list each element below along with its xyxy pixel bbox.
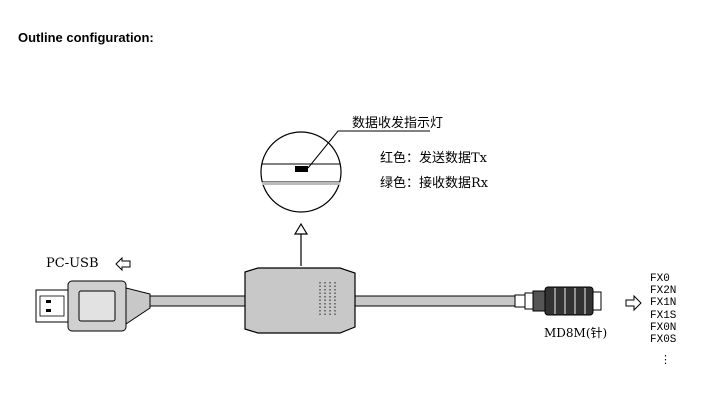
converter-box	[244, 267, 356, 334]
indicator-title: 数据收发指示灯	[352, 116, 444, 131]
pc-usb-label: PC-USB	[46, 256, 99, 271]
usb-plug	[35, 280, 151, 332]
plc-model-list: FX0 FX2N FX1N FX1S FX0N FX0S	[650, 273, 676, 346]
indicator-green-rx: 绿色：接收数据Rx	[380, 176, 489, 191]
led-magnifier-circle	[260, 131, 342, 213]
led-pointer-line	[307, 130, 430, 169]
up-arrow-icon	[293, 222, 309, 266]
right-arrow-icon	[625, 294, 642, 312]
plc-model: FX1N	[650, 297, 677, 310]
plc-model: FX2N	[650, 285, 677, 298]
plc-model: FX0N	[650, 321, 677, 334]
indicator-red-tx: 红色：发送数据Tx	[380, 151, 488, 166]
md8m-connector	[514, 286, 602, 316]
plc-model: FX0	[650, 273, 670, 285]
more-models-ellipsis: ⋮	[660, 353, 671, 366]
plc-model: FX1S	[650, 309, 677, 322]
left-arrow-icon	[115, 256, 131, 272]
connector-label: MD8M(针)	[544, 326, 608, 340]
cable	[150, 295, 515, 307]
plc-model: FX0S	[650, 333, 677, 346]
page-heading: Outline configuration:	[18, 30, 154, 45]
